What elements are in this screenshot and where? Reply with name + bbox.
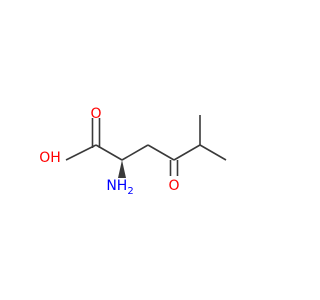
stereo-wedge-bond <box>118 160 126 178</box>
carboxyl-oh-bond <box>65 144 97 161</box>
carboxyl-oxygen-label: O <box>90 106 101 122</box>
c1-c2-bond <box>95 144 123 161</box>
c5-methyl-right-bond <box>199 144 227 161</box>
c3-c4-bond <box>147 144 175 161</box>
amino-subscript: 2 <box>127 186 133 197</box>
ketone-oxygen-label: O <box>168 178 179 194</box>
amino-label: NH2 <box>106 178 133 197</box>
molecule-structure: O OH NH2 O <box>39 106 227 197</box>
c4-c5-bond <box>173 144 201 161</box>
amino-nh-text: NH <box>106 178 127 194</box>
c2-c3-bond <box>121 144 149 161</box>
hydroxyl-label: OH <box>39 150 61 166</box>
